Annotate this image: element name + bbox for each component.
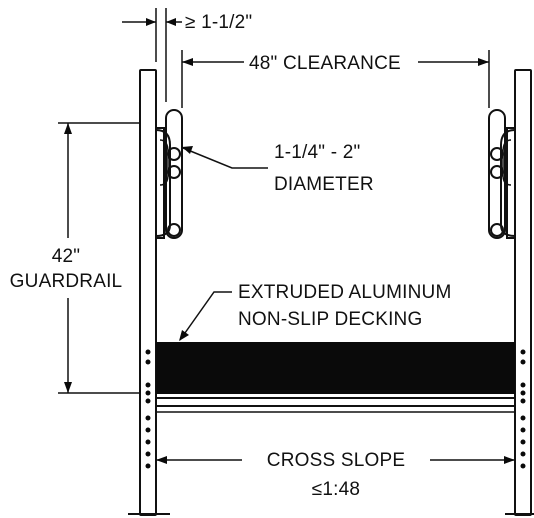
guardrail-arrow-top	[64, 123, 72, 134]
left-post	[139, 69, 157, 516]
gap-arrow-right-head	[166, 18, 176, 26]
left-handrail-tube	[165, 109, 183, 239]
decking-callout: EXTRUDED ALUMINUM NON-SLIP DECKING	[179, 282, 451, 341]
gap-dimension: ≥ 1-1/2"	[122, 8, 252, 102]
guardrail-arrow-bottom	[64, 382, 72, 393]
right-post-holes	[520, 349, 526, 469]
diameter-arrowhead	[182, 146, 193, 154]
left-rail-fastener-3	[167, 223, 181, 237]
right-bracket-curve	[500, 129, 516, 237]
guardrail-dimension: 42" GUARDRAIL	[10, 122, 140, 394]
non-slip-decking	[156, 342, 515, 394]
cross-slope-dimension: CROSS SLOPE ≤1:48	[156, 450, 515, 500]
slope-label-line1: CROSS SLOPE	[267, 450, 405, 471]
clearance-arrow-left	[182, 58, 193, 66]
left-bracket-inner	[159, 139, 169, 186]
clearance-dimension: 48" CLEARANCE	[181, 50, 490, 108]
diameter-label-line1: 1-1/4" - 2"	[274, 142, 360, 163]
right-bracket-inner	[502, 139, 512, 186]
guardrail-label-line1: 42"	[52, 246, 80, 267]
left-bracket-curve	[155, 129, 171, 237]
decking-arrowhead	[179, 330, 189, 341]
diameter-callout: 1-1/4" - 2" DIAMETER	[182, 142, 374, 195]
left-post-holes	[145, 349, 151, 469]
decking-label-line2: NON-SLIP DECKING	[238, 309, 422, 330]
guardrail-label-line2: GUARDRAIL	[10, 271, 123, 292]
diameter-leader	[182, 147, 268, 169]
slope-label-line2: ≤1:48	[312, 479, 360, 500]
clearance-arrow-right	[478, 58, 489, 66]
decking-assembly	[156, 342, 515, 413]
slope-arrow-left	[156, 456, 167, 464]
left-post-assembly	[128, 69, 183, 516]
gap-label: ≥ 1-1/2"	[185, 12, 252, 33]
left-bracket-outer	[156, 127, 165, 239]
clearance-label: 48" CLEARANCE	[249, 53, 401, 74]
right-rail-fastener-3	[490, 223, 504, 237]
right-post	[514, 69, 532, 516]
right-post-assembly	[488, 69, 534, 516]
diameter-label-line2: DIAMETER	[274, 174, 374, 195]
right-bracket-outer	[506, 127, 515, 239]
decking-leader	[179, 291, 232, 341]
slope-arrow-right	[504, 456, 515, 464]
right-handrail-tube	[488, 109, 506, 239]
decking-label-line1: EXTRUDED ALUMINUM	[238, 282, 451, 303]
gap-arrow-left-head	[146, 18, 156, 26]
